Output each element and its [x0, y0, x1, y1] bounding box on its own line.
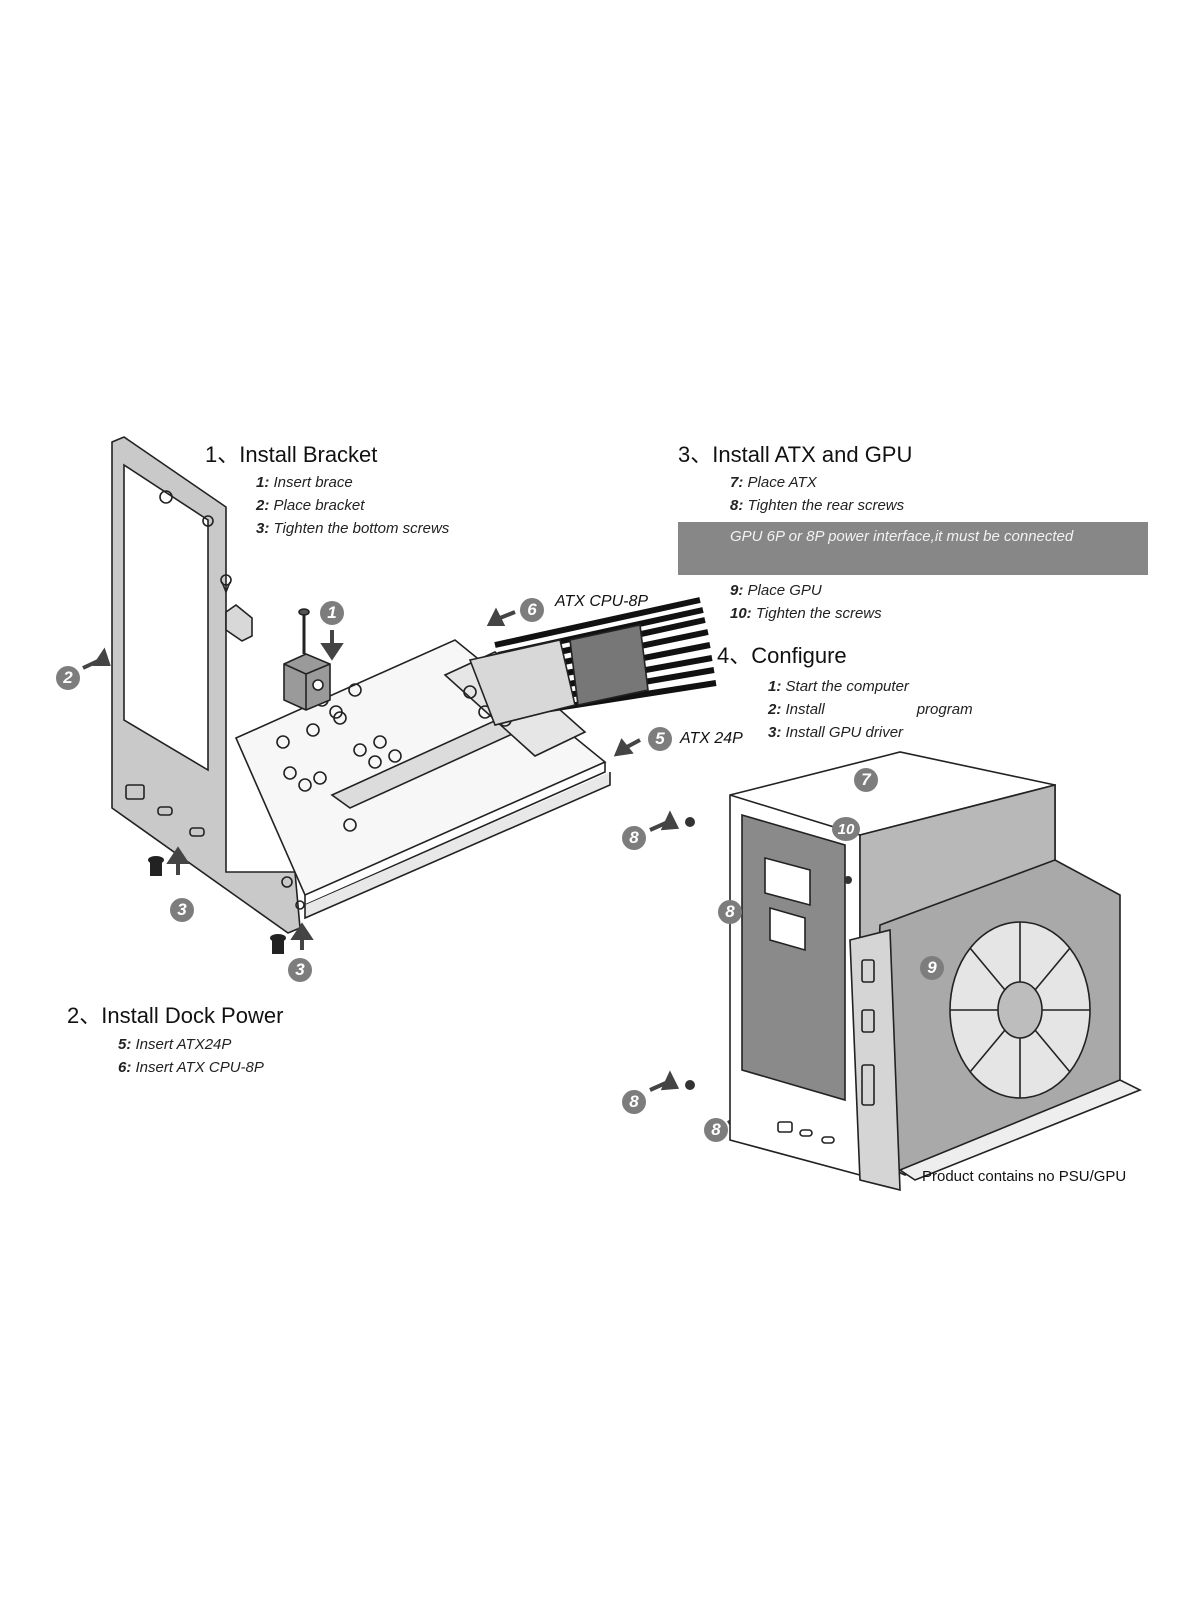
section-4-title: 4、Configure: [717, 643, 847, 668]
section-3-step-10: 10: Tighten the screws: [730, 605, 882, 622]
no-psu-gpu-note: Product contains no PSU/GPU: [922, 1168, 1127, 1185]
step-badge-7: 7: [854, 768, 878, 792]
step-badge-8c: 8: [622, 1090, 646, 1114]
step-text: Insert ATX CPU-8P: [135, 1059, 264, 1076]
step-text: Place GPU: [747, 582, 822, 599]
section-1-title: 1、Install Bracket: [205, 442, 378, 467]
section-3-step-8: 8: Tighten the rear screws: [730, 497, 904, 514]
section-3-title: 3、Install ATX and GPU: [678, 442, 913, 467]
section-1-step-3: 3: Tighten the bottom screws: [256, 520, 449, 537]
section-2-step-6: 6: Insert ATX CPU-8P: [118, 1059, 264, 1076]
step-number: 7:: [730, 474, 744, 491]
step-badge-5: 5: [648, 727, 672, 751]
step-text: Insert ATX24P: [135, 1036, 232, 1053]
atx-24p-connector: [468, 639, 576, 726]
step-badge-1: 1: [320, 601, 344, 625]
step-number: 3:: [256, 520, 270, 537]
step-number: 9:: [730, 582, 744, 599]
step-badge-8a: 8: [622, 826, 646, 850]
step-badge-2: 2: [56, 666, 80, 690]
step-badge-9: 9: [920, 956, 944, 980]
step-badge-8b: 8: [718, 900, 742, 924]
section-2-step-5: 5: Insert ATX24P: [118, 1036, 231, 1053]
step-number: 6:: [118, 1059, 132, 1076]
step-text: Place bracket: [273, 497, 365, 514]
atx-24p-label: ATX 24P: [680, 730, 743, 747]
step-text: Place ATX: [747, 474, 817, 491]
banner-text: GPU 6P or 8P power interface,it must be …: [730, 528, 1074, 545]
step-number: 5:: [118, 1036, 132, 1053]
step-number: 2:: [256, 497, 270, 514]
step-number: 3:: [768, 724, 782, 741]
step-text: Install GPU driver: [785, 724, 904, 741]
step-text: Install: [785, 701, 825, 718]
bottom-screw-1: [148, 856, 286, 954]
section-4-step-1: 1: Start the computer: [768, 678, 909, 695]
section-3-step-7: 7: Place ATX: [730, 474, 817, 491]
section-1-step-1: 1: Insert brace: [256, 474, 353, 491]
step-number: 1:: [256, 474, 270, 491]
rear-screws: [685, 817, 852, 1090]
section-4-step-3: 3: Install GPU driver: [768, 724, 903, 741]
step-number: 2:: [768, 701, 782, 718]
step-badge-3a: 3: [170, 898, 194, 922]
screw-top: [298, 608, 310, 654]
step-number: 8:: [730, 497, 744, 514]
atx-cpu-8p-label: ATX CPU-8P: [555, 593, 649, 610]
gpu-card: [849, 859, 1142, 1192]
step-badge-8d: 8: [704, 1118, 728, 1142]
vertical-bracket: [111, 436, 305, 934]
step-text: Tighten the rear screws: [747, 497, 905, 514]
step-text: Start the computer: [785, 678, 909, 695]
step-text-suffix: program: [916, 701, 973, 718]
atx-24p-clip: [569, 624, 649, 706]
section-2-title: 2、Install Dock Power: [67, 1003, 284, 1028]
step-number: 1:: [768, 678, 782, 695]
step-badge-3b: 3: [288, 958, 312, 982]
step-badge-6: 6: [520, 598, 544, 622]
step-text: Tighten the screws: [755, 605, 882, 622]
section-3-step-9: 9: Place GPU: [730, 582, 822, 599]
gpu-power-warning-banner: GPU 6P or 8P power interface,it must be …: [678, 522, 1148, 575]
step-text: Insert brace: [273, 474, 353, 491]
brace-block: [283, 653, 331, 711]
section-4-step-2: 2: Install program: [768, 701, 973, 718]
step-text: Tighten the bottom screws: [273, 520, 450, 537]
section-1-step-2: 2: Place bracket: [256, 497, 364, 514]
step-badge-10: 10: [832, 817, 860, 841]
step-number: 10:: [730, 605, 752, 622]
